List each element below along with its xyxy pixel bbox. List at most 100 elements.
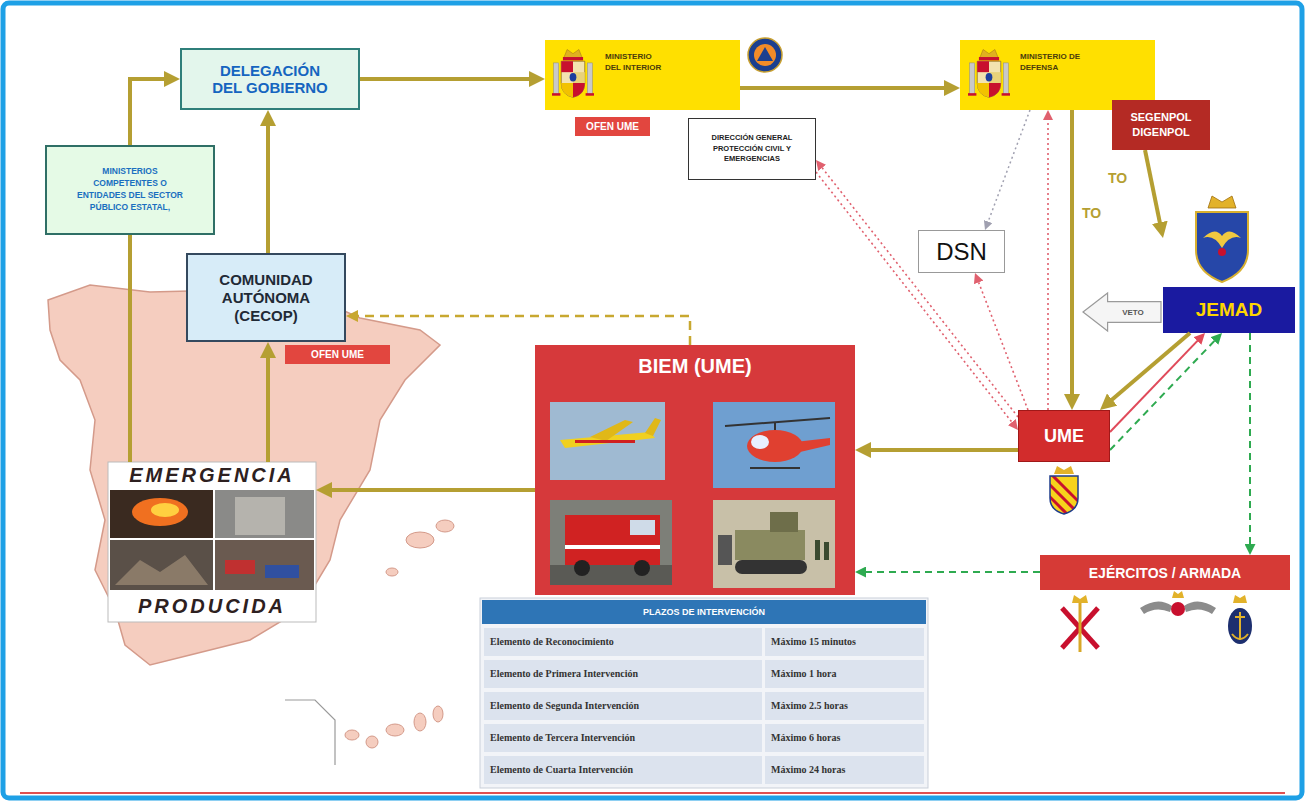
time-table (765, 692, 924, 720)
connector-arrow (1110, 335, 1203, 432)
forces-emblems (1079, 603, 1082, 652)
forces-emblems (1171, 602, 1185, 616)
unit-panel-photos (750, 467, 800, 469)
emergency-photos (151, 503, 179, 517)
connector-arrow (130, 79, 174, 145)
node-text: DIRECCIÓN GENERAL PROTECCIÓN CIVIL Y EME… (693, 133, 811, 166)
spain-map (345, 730, 359, 740)
unit-panel-photos (770, 512, 798, 532)
forces-emblems (1233, 595, 1247, 603)
civil-protection-emblem (754, 44, 776, 66)
table-header: PLAZOS DE INTERVENCIÓN (482, 600, 926, 624)
node-text: SEGENPOL DIGENPOL (1118, 110, 1204, 140)
unit-panel: BIEM (UME) (535, 345, 855, 595)
spain-map (414, 713, 426, 731)
unit-panel-photos (735, 560, 807, 574)
table-cell: Máximo 2.5 horas (765, 692, 924, 720)
node-text: EMERGENCIA (129, 464, 295, 487)
table-cell: Máximo 6 horas (765, 724, 924, 752)
table-cell: Máximo 24 horas (765, 756, 924, 784)
node-text: MINISTERIOS COMPETENTES O ENTIDADES DEL … (74, 166, 186, 214)
ume-emblem (1054, 466, 1074, 474)
civil-protection-emblem (757, 47, 773, 61)
connector-arrow (1110, 335, 1220, 450)
node-text: COMUNIDAD AUTÓNOMA (CECOP) (206, 271, 326, 325)
civil-protection-emblem (748, 38, 782, 72)
table-cell: Máximo 1 hora (765, 660, 924, 688)
connector-arrow (1070, 110, 1074, 404)
unit-panel-photos (713, 500, 835, 588)
forces-emblems (1072, 595, 1088, 603)
unit-panel-photos (630, 520, 655, 535)
forces-emblems (1140, 601, 1172, 614)
emergency-photos (215, 490, 314, 538)
jemad-emblem (1203, 231, 1241, 248)
block-arrow-shape (1083, 293, 1161, 331)
forces-box: EJÉRCITOS / ARMADA (1040, 555, 1290, 590)
forces-emblems (1172, 591, 1184, 598)
node-text: DELEGACIÓN DEL GOBIERNO (208, 62, 333, 97)
page-frame (3, 3, 1302, 798)
connector-arrow (266, 348, 270, 462)
spain-map (406, 532, 434, 548)
time-table (765, 756, 924, 784)
ministry-panel (552, 49, 594, 97)
unit-panel-photos (774, 422, 776, 430)
unit-panel-photos (535, 345, 855, 595)
jemad-emblem (1218, 248, 1226, 256)
connector-arrow (740, 86, 954, 90)
dsn-box: DSN (918, 230, 1005, 273)
table-cell: Elemento de Tercera Intervención (484, 724, 762, 752)
spain-map (285, 700, 335, 765)
spain-map (48, 285, 440, 665)
node-text: EJÉRCITOS / ARMADA (1089, 565, 1241, 581)
forces-emblems (1184, 601, 1216, 614)
forces-emblems (1062, 591, 1252, 652)
connector-arrow (976, 276, 1028, 410)
emergency-photos (215, 540, 314, 590)
forces-emblems (1232, 634, 1248, 639)
time-table (484, 660, 762, 688)
unit-panel-photos (718, 535, 732, 565)
emergency-photos (108, 462, 316, 622)
time-table (765, 660, 924, 688)
spain-map (386, 568, 398, 576)
table-cell: Elemento de Segunda Intervención (484, 692, 762, 720)
unit-box: UME (1018, 410, 1110, 462)
table-cell: Elemento de Reconocimiento (484, 628, 762, 656)
emergency-photos (108, 462, 316, 622)
unit-panel-photos (735, 530, 805, 560)
jemad-emblem (1163, 196, 1295, 333)
unit-panel-photos (590, 420, 633, 441)
emergency-photos (265, 565, 299, 578)
veto-arrow: VETO (1082, 292, 1162, 332)
unit-panel-photos (565, 515, 660, 565)
connector-arrow (128, 235, 132, 462)
unit-panel-photos (824, 542, 829, 560)
emergency-photos (110, 540, 213, 590)
node-text: OFEN UME (586, 121, 639, 133)
ume-emblem (1045, 466, 1085, 532)
connector-arrow (818, 162, 1018, 417)
table-cell: Elemento de Cuarta Intervención (484, 756, 762, 784)
jemad-emblem (1196, 212, 1248, 282)
connector-arrow (350, 316, 690, 345)
table-cell: Elemento de Primera Intervención (484, 660, 762, 688)
unit-panel-photos (565, 545, 660, 549)
emergency-box: EMERGENCIAPRODUCIDA (108, 462, 316, 622)
node-text: MINISTERIO DE DEFENSA (1020, 52, 1080, 74)
node-text: JEMAD (1196, 287, 1263, 333)
ume-emblem (1045, 492, 1085, 532)
node-text: BIEM (UME) (638, 355, 751, 378)
emergency-photos (132, 498, 188, 526)
spain-map (433, 706, 443, 722)
time-table (484, 692, 762, 720)
emergency-photos (115, 555, 208, 585)
connector-arrow (1249, 333, 1251, 552)
connector-arrow (861, 448, 1018, 452)
jemad-emblem (1208, 196, 1236, 208)
forces-emblems (1228, 608, 1252, 644)
